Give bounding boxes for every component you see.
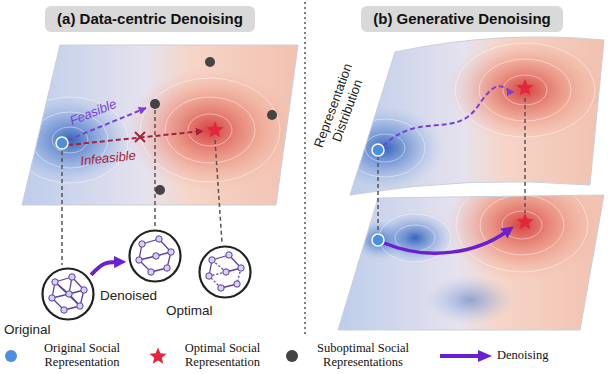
- graph-label: Original: [4, 322, 51, 337]
- g-part: [379, 178, 588, 272]
- dot-swatch: [286, 350, 298, 362]
- circle-part: [56, 137, 68, 149]
- graph-vertex: [52, 279, 58, 285]
- circle-part: [372, 234, 384, 246]
- graph-label: Denoised: [100, 288, 157, 303]
- denoise-arrow: [384, 232, 506, 253]
- graph-edge: [55, 282, 80, 306]
- legend-text: Denoising: [497, 349, 577, 363]
- line-part: [524, 98, 526, 213]
- drop-lines: [62, 98, 525, 265]
- legend-text: Original Social Representation: [22, 342, 142, 370]
- ellipse-part: [480, 195, 564, 255]
- circle-part: [267, 110, 277, 120]
- g-part: [12, 78, 280, 183]
- separator: [304, 2, 306, 335]
- use-part: [516, 79, 533, 95]
- upper-plane: [327, 30, 606, 198]
- arrow-sample: [440, 348, 494, 364]
- panel-heading: (b) Generative Denoising: [361, 6, 563, 32]
- ellipse-part: [165, 97, 255, 163]
- denoise-connector: [91, 262, 116, 275]
- ellipse-part: [444, 169, 600, 281]
- ellipse-part: [365, 134, 405, 162]
- graph-vertex: [156, 236, 162, 242]
- circle-part: [155, 185, 165, 195]
- star-swatch: [149, 348, 166, 364]
- lower-plane: [336, 169, 606, 332]
- annotation-label: Representation Distribution: [309, 56, 371, 160]
- legend-text: Optimal Social Representation: [170, 342, 275, 370]
- generative-arrow: [383, 86, 514, 146]
- graph-circle: Denoised: [128, 229, 182, 283]
- panel-heading: (a) Data-centric Denoising: [45, 6, 255, 32]
- graph-vertex: [206, 273, 212, 279]
- graph-vertex: [136, 257, 142, 263]
- arrow-head: [478, 350, 492, 362]
- graph-vertex: [164, 265, 170, 271]
- graph-vertex: [61, 307, 67, 313]
- legend-text: Suboptimal Social Representations: [303, 342, 423, 370]
- graph-vertex: [153, 253, 159, 259]
- line-part: [215, 140, 222, 243]
- line-part: [154, 110, 156, 227]
- graph-vertex: [69, 274, 75, 280]
- ellipse-part: [140, 78, 280, 182]
- graph-vertex: [168, 249, 174, 255]
- graph-circle: Optimal: [198, 245, 252, 299]
- ellipse-part: [125, 68, 295, 192]
- ellipse-part: [502, 211, 542, 239]
- graph-vertex: [223, 269, 229, 275]
- graph-vertex: [148, 269, 154, 275]
- circle-border: [200, 247, 251, 298]
- line-part: [135, 132, 145, 142]
- heading-text: (b) Generative Denoising: [373, 10, 551, 28]
- ellipse-part: [456, 178, 588, 272]
- circle-outline: [128, 229, 182, 283]
- circle-border: [130, 231, 181, 282]
- circle-part: [372, 144, 384, 156]
- g-part: [345, 43, 595, 177]
- plane-outline: [22, 45, 298, 205]
- heading-text: (a) Data-centric Denoising: [57, 10, 243, 28]
- circle-border: [43, 269, 94, 320]
- dot-swatch: [5, 350, 17, 362]
- graph-vertex: [81, 287, 87, 293]
- ellipse-part: [425, 275, 515, 325]
- line-part: [61, 151, 63, 265]
- graph-vertex: [234, 281, 240, 287]
- graph-vertex: [66, 291, 72, 297]
- graph-vertex: [209, 257, 215, 263]
- use-part: [516, 213, 533, 229]
- circle-outline: [41, 267, 95, 321]
- line-part: [135, 132, 145, 142]
- cross-mark: [135, 132, 145, 142]
- legend-swatch: [282, 346, 302, 366]
- graph-vertex: [238, 265, 244, 271]
- graph-label: Optimal: [166, 303, 213, 318]
- ellipse-part: [188, 114, 232, 146]
- circle-outline: [198, 245, 252, 299]
- legend-swatch: [148, 346, 168, 366]
- use-part: [206, 121, 223, 137]
- circle-part: [205, 57, 215, 67]
- ellipse-part: [479, 59, 571, 121]
- legend-swatch: [1, 346, 21, 366]
- graph-vertex: [49, 295, 55, 301]
- infeasible-arrow: [68, 131, 203, 145]
- line-part: [377, 156, 379, 234]
- graph-vertex: [139, 241, 145, 247]
- circle-part: [150, 99, 160, 109]
- ellipse-part: [375, 211, 455, 265]
- arrow-shaft: [440, 354, 480, 358]
- graph-vertex: [226, 252, 232, 258]
- graph-vertex: [77, 303, 83, 309]
- points: [56, 57, 534, 246]
- graph-circle: Original: [41, 267, 95, 321]
- plane-outline: [350, 37, 604, 195]
- graph-vertex: [218, 285, 224, 291]
